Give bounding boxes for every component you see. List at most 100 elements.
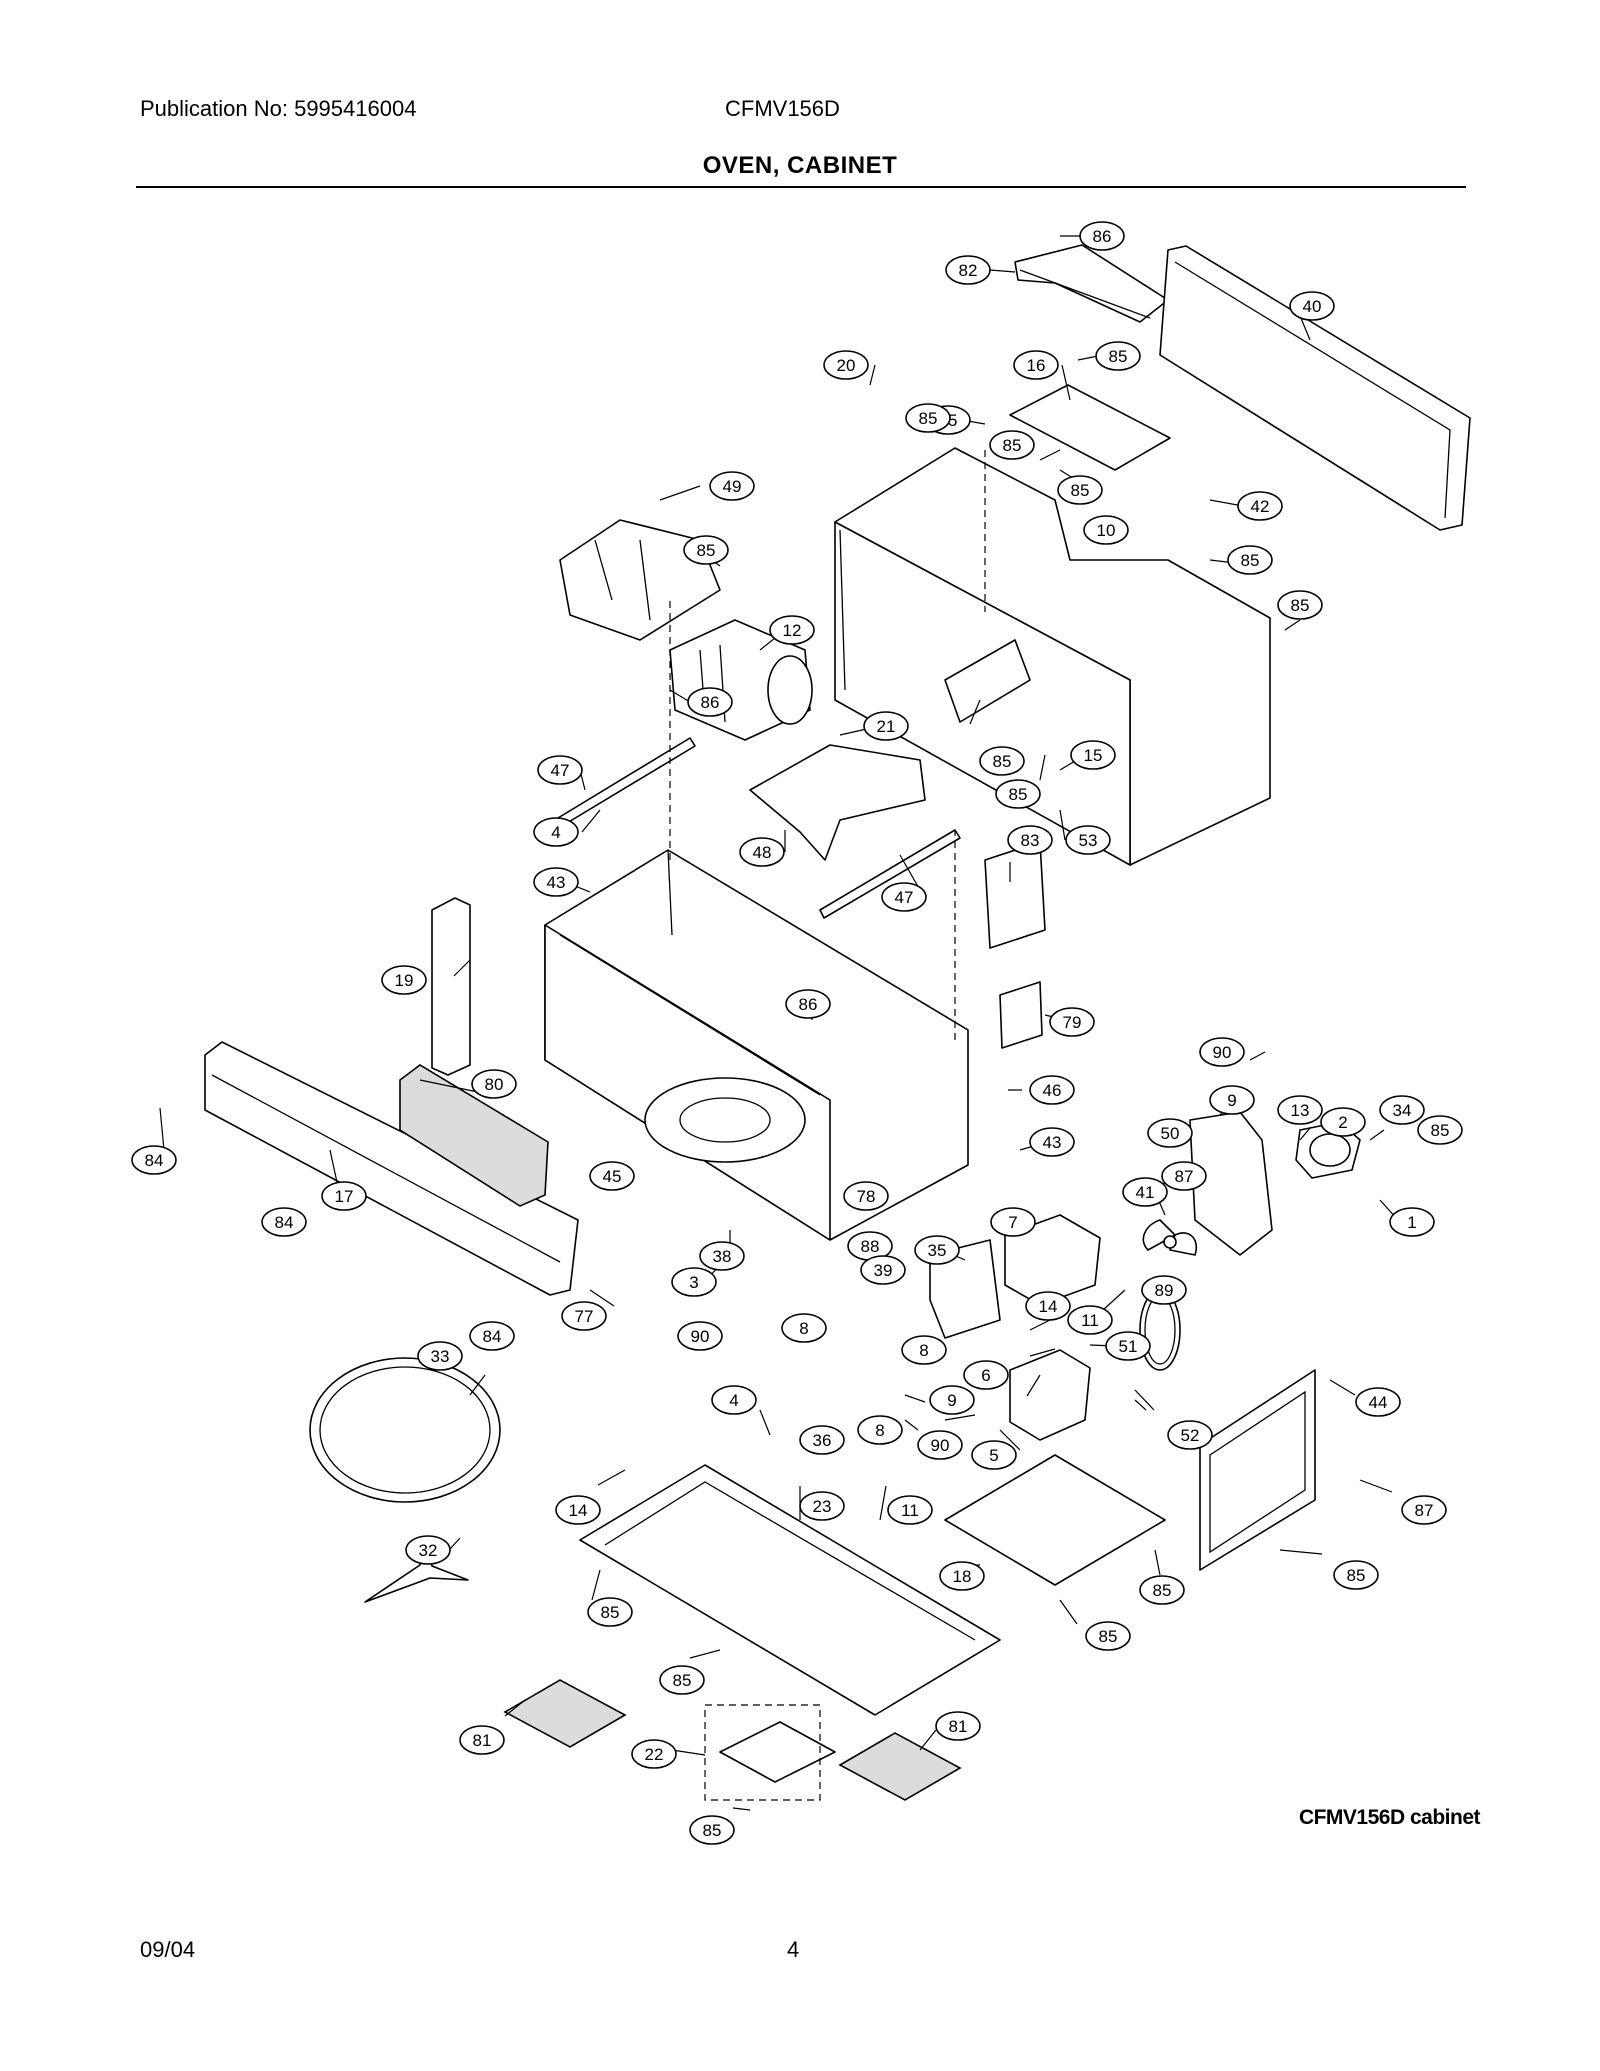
callout-10: 10	[1083, 515, 1129, 545]
fan-duct-part	[749, 744, 926, 861]
callout-85: 85	[995, 779, 1041, 809]
vent-cover-part	[1014, 244, 1169, 323]
callout-bubble	[589, 1161, 635, 1191]
capacitor-part	[1009, 1349, 1091, 1441]
callout-bubble	[689, 1815, 735, 1845]
callout-number: 34	[1393, 1101, 1412, 1120]
callout-number: 44	[1369, 1393, 1388, 1412]
callout-bubble	[417, 1341, 463, 1371]
callout-bubble	[1147, 1118, 1193, 1148]
small-plate	[999, 981, 1043, 1049]
callout-80: 80	[471, 1069, 517, 1099]
callout-51: 51	[1105, 1331, 1151, 1361]
callout-bubble	[860, 1255, 906, 1285]
callout-bubble	[561, 1301, 607, 1331]
callout-bubble	[935, 1711, 981, 1741]
callout-number: 39	[874, 1261, 893, 1280]
callout-47: 47	[881, 882, 927, 912]
callout-bubble	[459, 1725, 505, 1755]
callout-number: 85	[1109, 347, 1128, 366]
callout-number: 84	[275, 1213, 294, 1232]
callout-40: 40	[1289, 291, 1335, 321]
callout-number: 1	[1407, 1213, 1416, 1232]
callout-bubble	[1070, 740, 1116, 770]
callout-number: 45	[603, 1167, 622, 1186]
callout-number: 85	[1003, 436, 1022, 455]
light-cover-part	[704, 1704, 836, 1801]
callout-bubble	[555, 1495, 601, 1525]
callout-85: 85	[1057, 475, 1103, 505]
callout-17: 17	[321, 1181, 367, 1211]
callout-43: 43	[1029, 1127, 1075, 1157]
callout-90: 90	[917, 1430, 963, 1460]
air-duct-part	[559, 519, 721, 641]
callout-bubble	[1049, 1007, 1095, 1037]
callout-number: 35	[928, 1241, 947, 1260]
callout-number: 85	[1099, 1627, 1118, 1646]
callout-85: 85	[979, 746, 1025, 776]
callout-bubble	[533, 867, 579, 897]
callout-number: 23	[813, 1497, 832, 1516]
oven-cavity-part	[544, 600, 969, 1241]
callout-87: 87	[1161, 1161, 1207, 1191]
callout-bubble	[711, 1385, 757, 1415]
callout-84: 84	[469, 1321, 515, 1351]
callout-89: 89	[1141, 1275, 1187, 1305]
callout-bubble	[914, 1235, 960, 1265]
callout-36: 36	[799, 1425, 845, 1455]
callout-85: 85	[1333, 1560, 1379, 1590]
callout-number: 8	[799, 1319, 808, 1338]
callout-bubble	[945, 255, 991, 285]
callout-number: 38	[713, 1247, 732, 1266]
callout-bubble	[1209, 1085, 1255, 1115]
insulation-sheet	[944, 639, 1031, 723]
callout-number: 32	[419, 1541, 438, 1560]
callout-87: 87	[1401, 1495, 1447, 1525]
callout-number: 85	[1347, 1566, 1366, 1585]
callout-7: 7	[990, 1207, 1036, 1237]
callout-bubble	[469, 1321, 515, 1351]
model-number: CFMV156D	[725, 96, 840, 121]
callout-86: 86	[1079, 221, 1125, 251]
callout-41: 41	[1122, 1177, 1168, 1207]
callout-number: 46	[1043, 1081, 1062, 1100]
callout-number: 43	[1043, 1133, 1062, 1152]
callout-number: 11	[1081, 1311, 1099, 1330]
base-plate-part	[579, 1464, 1001, 1716]
callout-number: 85	[1431, 1121, 1450, 1140]
callout-bubble	[1161, 1161, 1207, 1191]
callout-bubble	[887, 1495, 933, 1525]
callout-number: 86	[799, 995, 818, 1014]
callout-bubble	[1122, 1177, 1168, 1207]
callout-number: 21	[877, 717, 896, 736]
callout-bubble	[1277, 1095, 1323, 1125]
callout-number: 85	[703, 1821, 722, 1840]
callout-42: 42	[1237, 491, 1283, 521]
callout-number: 84	[145, 1151, 164, 1170]
rail-left	[557, 737, 696, 827]
callout-number: 85	[993, 752, 1012, 771]
callout-bubble	[905, 403, 951, 433]
filter-left	[503, 1679, 627, 1748]
callout-number: 84	[483, 1327, 502, 1346]
blower-motor-part	[1295, 1121, 1361, 1179]
callout-14: 14	[1025, 1291, 1071, 1321]
callout-48: 48	[739, 837, 785, 867]
callout-bubble	[709, 471, 755, 501]
callout-number: 85	[697, 541, 716, 560]
callout-number: 89	[1155, 1281, 1174, 1300]
callout-bubble	[1277, 590, 1323, 620]
callout-bubble	[785, 989, 831, 1019]
callout-number: 5	[989, 1446, 998, 1465]
outer-back-panel	[1159, 245, 1471, 531]
callout-bubble	[1199, 1037, 1245, 1067]
page-number: 4	[787, 1937, 800, 1962]
callout-bubble	[1320, 1107, 1366, 1137]
callout-8: 8	[901, 1335, 947, 1365]
callout-84: 84	[261, 1207, 307, 1237]
hinge-part	[431, 897, 471, 1076]
callout-bubble	[1083, 515, 1129, 545]
callout-19: 19	[381, 965, 427, 995]
callout-number: 33	[431, 1347, 450, 1366]
callout-83: 83	[1007, 825, 1053, 855]
